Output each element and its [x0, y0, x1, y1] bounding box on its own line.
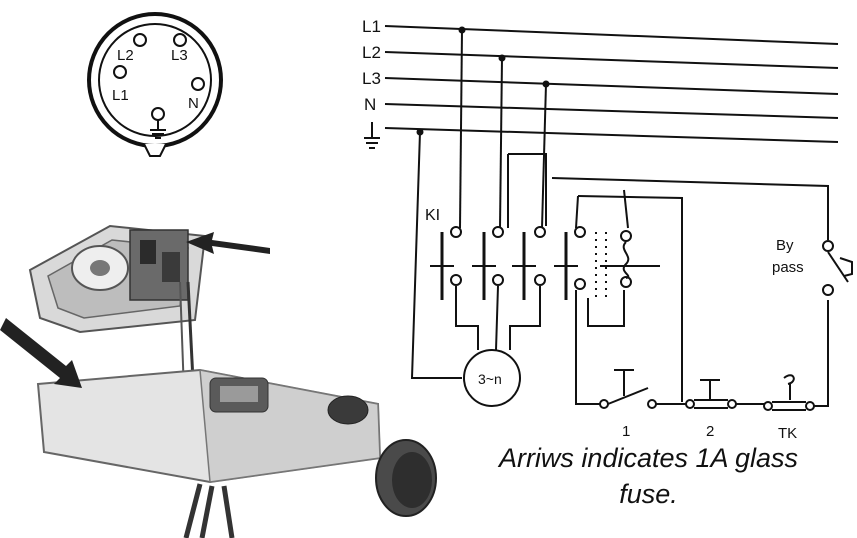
label-switch-1: 1 — [622, 423, 630, 440]
pin-l2 — [133, 33, 147, 47]
label-line-l2: L2 — [362, 43, 381, 62]
line-n — [384, 103, 839, 119]
socket-label-l1: L1 — [112, 87, 129, 104]
label-bypass-2: pass — [772, 259, 804, 276]
caption: Arriws indicates 1A glass fuse. — [440, 440, 857, 512]
caption-line-2: fuse. — [619, 479, 678, 509]
socket-diagram: L2 L3 L1 N — [87, 12, 223, 157]
label-line-l1: L1 — [362, 17, 381, 36]
socket-label-l2: L2 — [117, 47, 134, 64]
arrow-lower — [0, 318, 82, 388]
pin-n — [191, 77, 205, 91]
label-line-n: N — [364, 95, 376, 114]
line-l2 — [384, 51, 839, 69]
pin-earth — [151, 107, 165, 121]
label-line-l3: L3 — [362, 69, 381, 88]
pin-l1 — [113, 65, 127, 79]
wiring-schematic — [364, 25, 853, 411]
motor — [463, 349, 521, 407]
line-l3 — [384, 77, 839, 95]
label-bypass-1: By — [776, 237, 794, 254]
label-switch-2: 2 — [706, 423, 714, 440]
label-motor: 3~n — [478, 371, 502, 387]
line-l1 — [384, 25, 839, 45]
arrow-upper — [186, 232, 270, 254]
label-switch-tk: TK — [778, 425, 797, 442]
caption-line-1: Arriws indicates 1A glass — [498, 443, 799, 473]
line-earth — [384, 127, 839, 143]
switch-1 — [599, 369, 657, 409]
device-photo — [0, 224, 437, 538]
socket-label-l3: L3 — [171, 47, 188, 64]
contactor-k1 — [430, 226, 660, 300]
switch-tk — [763, 374, 815, 411]
label-contactor: KI — [425, 207, 440, 224]
switch-2 — [685, 379, 737, 409]
pin-l3 — [173, 33, 187, 47]
socket-label-n: N — [188, 95, 199, 112]
bypass-switch — [822, 240, 853, 296]
